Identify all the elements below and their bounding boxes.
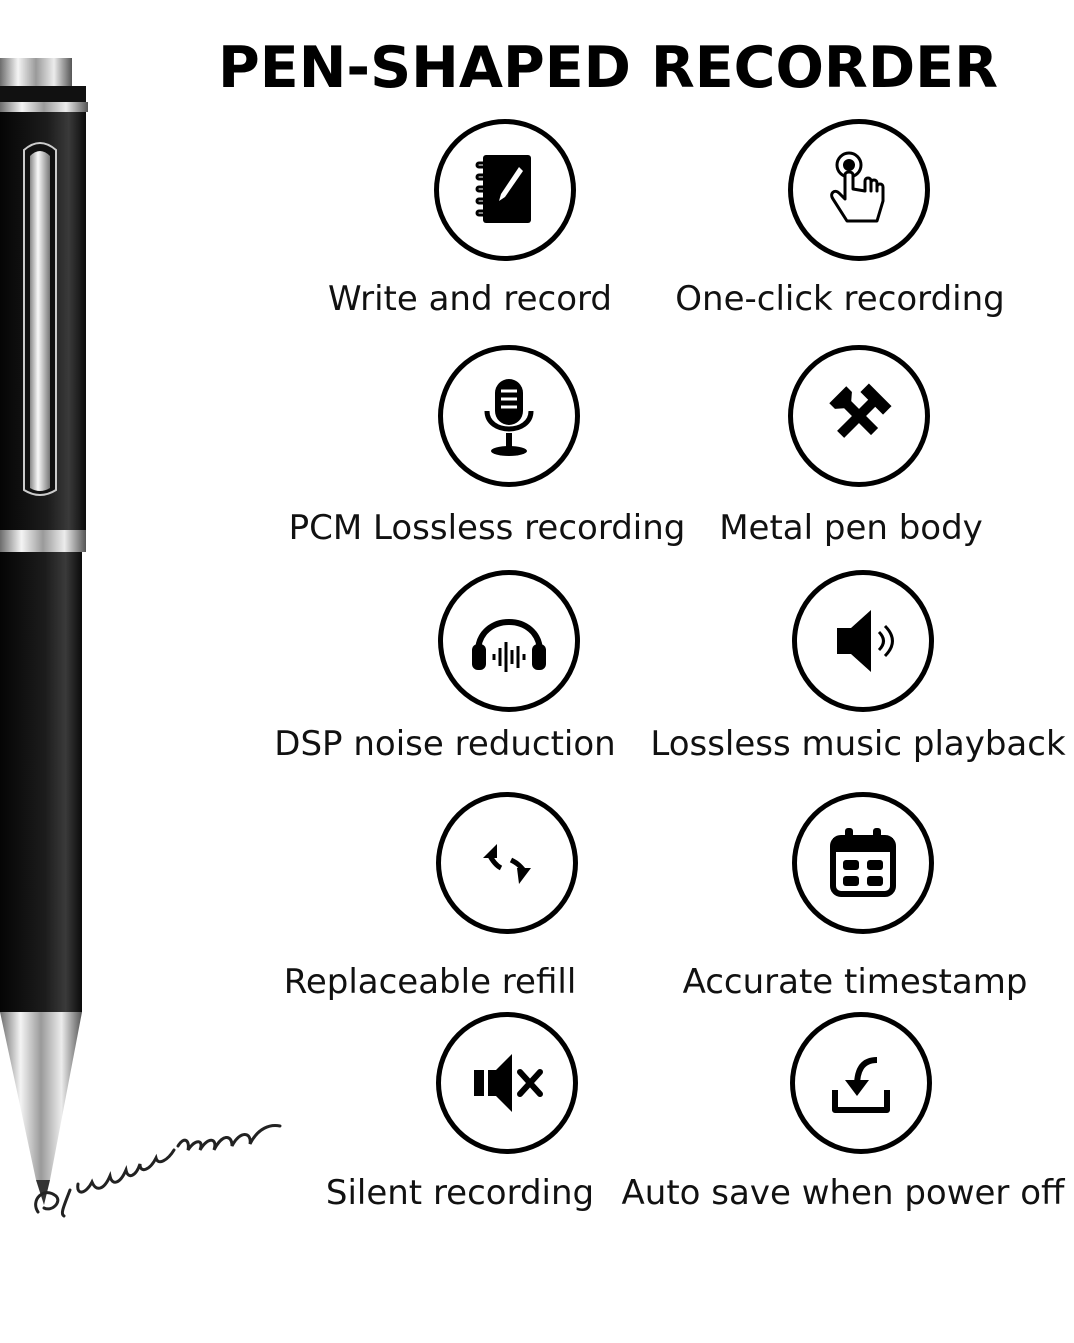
speaker-mute-icon [474, 1054, 543, 1112]
feature-label-pcm-lossless-recording: PCM Lossless recording [288, 508, 686, 548]
pen-barrel [0, 552, 82, 1012]
notebook-pen-icon [475, 155, 531, 223]
finger-press-icon [830, 151, 885, 223]
feature-silent-recording [436, 1012, 578, 1154]
feature-accurate-timestamp [792, 792, 934, 934]
pen-center-band [0, 530, 86, 552]
headphones-waveform-icon [472, 619, 546, 672]
calendar-icon [830, 828, 896, 897]
feature-metal-pen-body [788, 345, 930, 487]
feature-label-metal-pen-body: Metal pen body [719, 508, 983, 548]
feature-lossless-music-playback [792, 570, 934, 712]
download-save-icon [832, 1057, 890, 1113]
feature-label-auto-save-when-power-off: Auto save when power off [621, 1173, 1065, 1213]
pen-illustration [0, 58, 282, 1218]
pen-clip [23, 142, 57, 496]
feature-label-silent-recording: Silent recording [325, 1173, 595, 1213]
swap-arrows-icon [483, 844, 531, 884]
feature-dsp-noise-reduction [438, 570, 580, 712]
feature-pcm-lossless-recording [438, 345, 580, 487]
feature-one-click-recording [788, 119, 930, 261]
pen-tip [0, 1012, 82, 1205]
microphone-icon [484, 379, 534, 456]
signature-scribble [34, 1124, 282, 1218]
feature-label-one-click-recording: One-click recording [675, 279, 1005, 319]
feature-label-write-and-record: Write and record [328, 279, 612, 319]
feature-label-accurate-timestamp: Accurate timestamp [682, 962, 1028, 1002]
page-title: PEN-SHAPED RECORDER [218, 35, 998, 101]
pen-cap-top [0, 58, 88, 112]
feature-write-and-record [434, 119, 576, 261]
hammer-wrench-icon [829, 383, 892, 438]
feature-replaceable-refill [436, 792, 578, 934]
feature-label-lossless-music-playback: Lossless music playback [650, 724, 1066, 764]
feature-auto-save-when-power-off [790, 1012, 932, 1154]
feature-label-replaceable-refill: Replaceable refill [283, 962, 577, 1002]
feature-label-dsp-noise-reduction: DSP noise reduction [274, 724, 616, 764]
speaker-icon [837, 610, 894, 672]
